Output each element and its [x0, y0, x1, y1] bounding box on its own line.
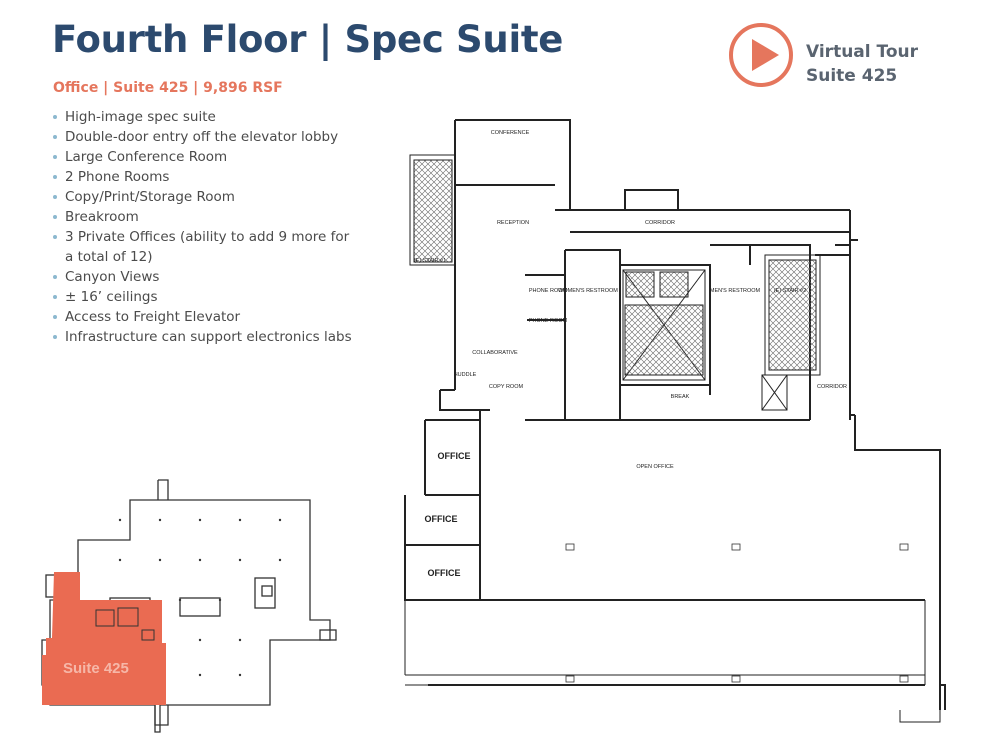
virtual-tour-label[interactable]: Virtual Tour Suite 425 — [806, 40, 918, 88]
room-conference: CONFERENCE — [491, 130, 530, 136]
room-stair-2: (E) STAIR #2 — [774, 288, 806, 294]
feature-item: ± 16’ ceilings — [52, 287, 352, 307]
room-office-1: OFFICE — [438, 451, 471, 461]
room-office-3: OFFICE — [428, 568, 461, 578]
room-corridor-top: CORRIDOR — [645, 220, 675, 226]
room-office-2: OFFICE — [425, 514, 458, 524]
keyplan-suite-label: Suite 425 — [63, 660, 129, 677]
feature-item: High-image spec suite — [52, 107, 352, 127]
room-break: BREAK — [671, 394, 690, 400]
feature-item: Breakroom — [52, 207, 352, 227]
feature-item: Copy/Print/Storage Room — [52, 187, 352, 207]
room-mens-restroom: MEN'S RESTROOM — [710, 288, 761, 294]
room-collaborative: COLLABORATIVE — [472, 350, 518, 356]
room-huddle: HUDDLE — [454, 372, 477, 378]
room-copy: COPY ROOM — [489, 384, 524, 390]
room-womens-restroom: WOMEN'S RESTROOM — [558, 288, 618, 294]
room-corridor-right: CORRIDOR — [817, 384, 847, 390]
suite-subtitle: Office | Suite 425 | 9,896 RSF — [53, 80, 283, 96]
virtual-tour-line1: Virtual Tour — [806, 42, 919, 62]
room-stair-1: (E) STAIR #1 — [414, 258, 446, 264]
feature-item: 2 Phone Rooms — [52, 167, 352, 187]
feature-item: 3 Private Offices (ability to add 9 more… — [52, 227, 352, 267]
play-icon[interactable] — [728, 22, 794, 88]
feature-item: Canyon Views — [52, 267, 352, 287]
room-phone-2: PHONE ROOM — [529, 318, 568, 324]
key-plan: Suite 425 — [41, 479, 337, 733]
suite-floor-plan: CONFERENCE RECEPTION CORRIDOR (E) STAIR … — [404, 119, 946, 723]
room-phone-1: PHONE ROOM — [529, 288, 568, 294]
feature-item: Double-door entry off the elevator lobby — [52, 127, 352, 147]
virtual-tour-line2: Suite 425 — [806, 66, 898, 86]
feature-list: High-image spec suite Double-door entry … — [52, 107, 352, 347]
feature-item: Infrastructure can support electronics l… — [52, 327, 352, 347]
room-open-office: OPEN OFFICE — [636, 464, 674, 470]
room-reception: RECEPTION — [497, 220, 529, 226]
page-title: Fourth Floor | Spec Suite — [52, 18, 564, 61]
feature-item: Large Conference Room — [52, 147, 352, 167]
virtual-tour-link[interactable]: Virtual Tour Suite 425 — [728, 20, 988, 94]
suite-highlight[interactable] — [42, 572, 166, 705]
feature-item: Access to Freight Elevator — [52, 307, 352, 327]
